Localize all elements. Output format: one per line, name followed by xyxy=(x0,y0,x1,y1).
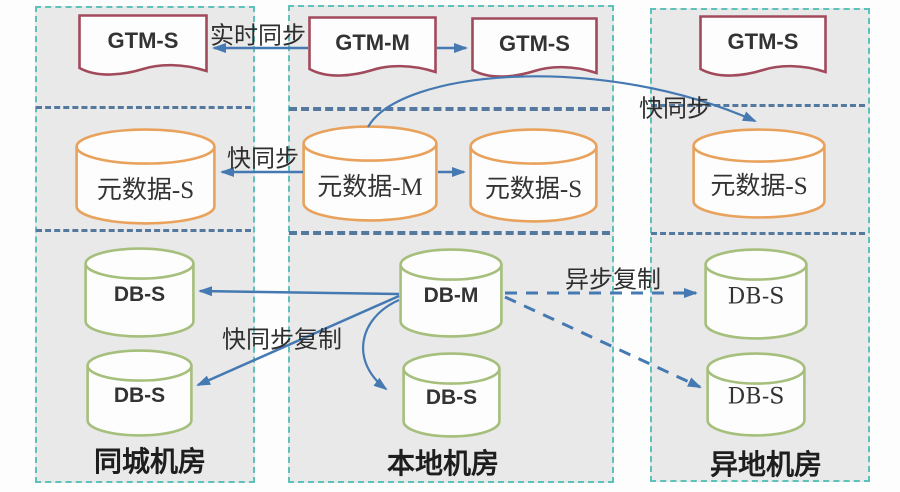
node-meta-s-local: 元数据-S xyxy=(469,128,598,223)
edge-label-fast-sync-remote: 快同步 xyxy=(639,96,711,123)
node-db-s-remote-2: DB-S xyxy=(706,352,806,437)
node-label: GTM-M xyxy=(335,29,410,55)
edge-label-realtime-sync: 实时同步 xyxy=(210,23,306,50)
node-label: DB-S xyxy=(113,283,166,307)
node-label: DB-S xyxy=(113,383,166,407)
node-label: DB-M xyxy=(423,283,479,307)
node-label: GTM-S xyxy=(727,29,799,55)
node-label: GTM-S xyxy=(107,28,179,54)
node-label: 元数据-M xyxy=(317,174,423,202)
zone-label-remote: 异地机房 xyxy=(709,449,823,480)
node-db-s-same-city-2: DB-S xyxy=(86,349,193,437)
node-meta-m: 元数据-M xyxy=(302,125,438,222)
node-label: GTM-S xyxy=(499,30,570,56)
edge-label-fast-sync-copy: 快同步复制 xyxy=(222,327,342,354)
node-db-s-local: DB-S xyxy=(402,352,501,438)
node-label: 元数据-S xyxy=(710,173,808,201)
node-db-m: DB-M xyxy=(399,248,503,338)
row-divider xyxy=(36,106,251,109)
zone-label-same-city: 同城机房 xyxy=(93,446,207,477)
node-gtm-s-local: GTM-S xyxy=(471,17,598,78)
row-divider xyxy=(36,229,251,232)
node-label: 元数据-S xyxy=(484,175,583,203)
edge-label-fast-sync-city: 快同步 xyxy=(227,146,299,173)
row-divider xyxy=(651,104,865,107)
edge-label-async-copy: 异步复制 xyxy=(565,267,661,294)
node-gtm-s-same-city: GTM-S xyxy=(78,14,208,76)
row-divider xyxy=(289,107,610,111)
node-meta-s-same-city: 元数据-S xyxy=(75,128,216,225)
node-gtm-m: GTM-M xyxy=(308,16,437,77)
node-label: DB-S xyxy=(727,284,785,310)
row-divider xyxy=(289,231,610,235)
node-db-s-remote-1: DB-S xyxy=(704,248,808,340)
row-divider xyxy=(651,232,865,235)
node-label: 元数据-S xyxy=(96,177,195,205)
node-db-s-same-city-1: DB-S xyxy=(84,247,195,338)
zone-label-local: 本地机房 xyxy=(386,448,500,479)
node-meta-s-remote: 元数据-S xyxy=(692,128,826,219)
node-label: DB-S xyxy=(425,385,478,409)
node-gtm-s-remote: GTM-S xyxy=(699,15,827,77)
node-label: DB-S xyxy=(727,384,785,410)
